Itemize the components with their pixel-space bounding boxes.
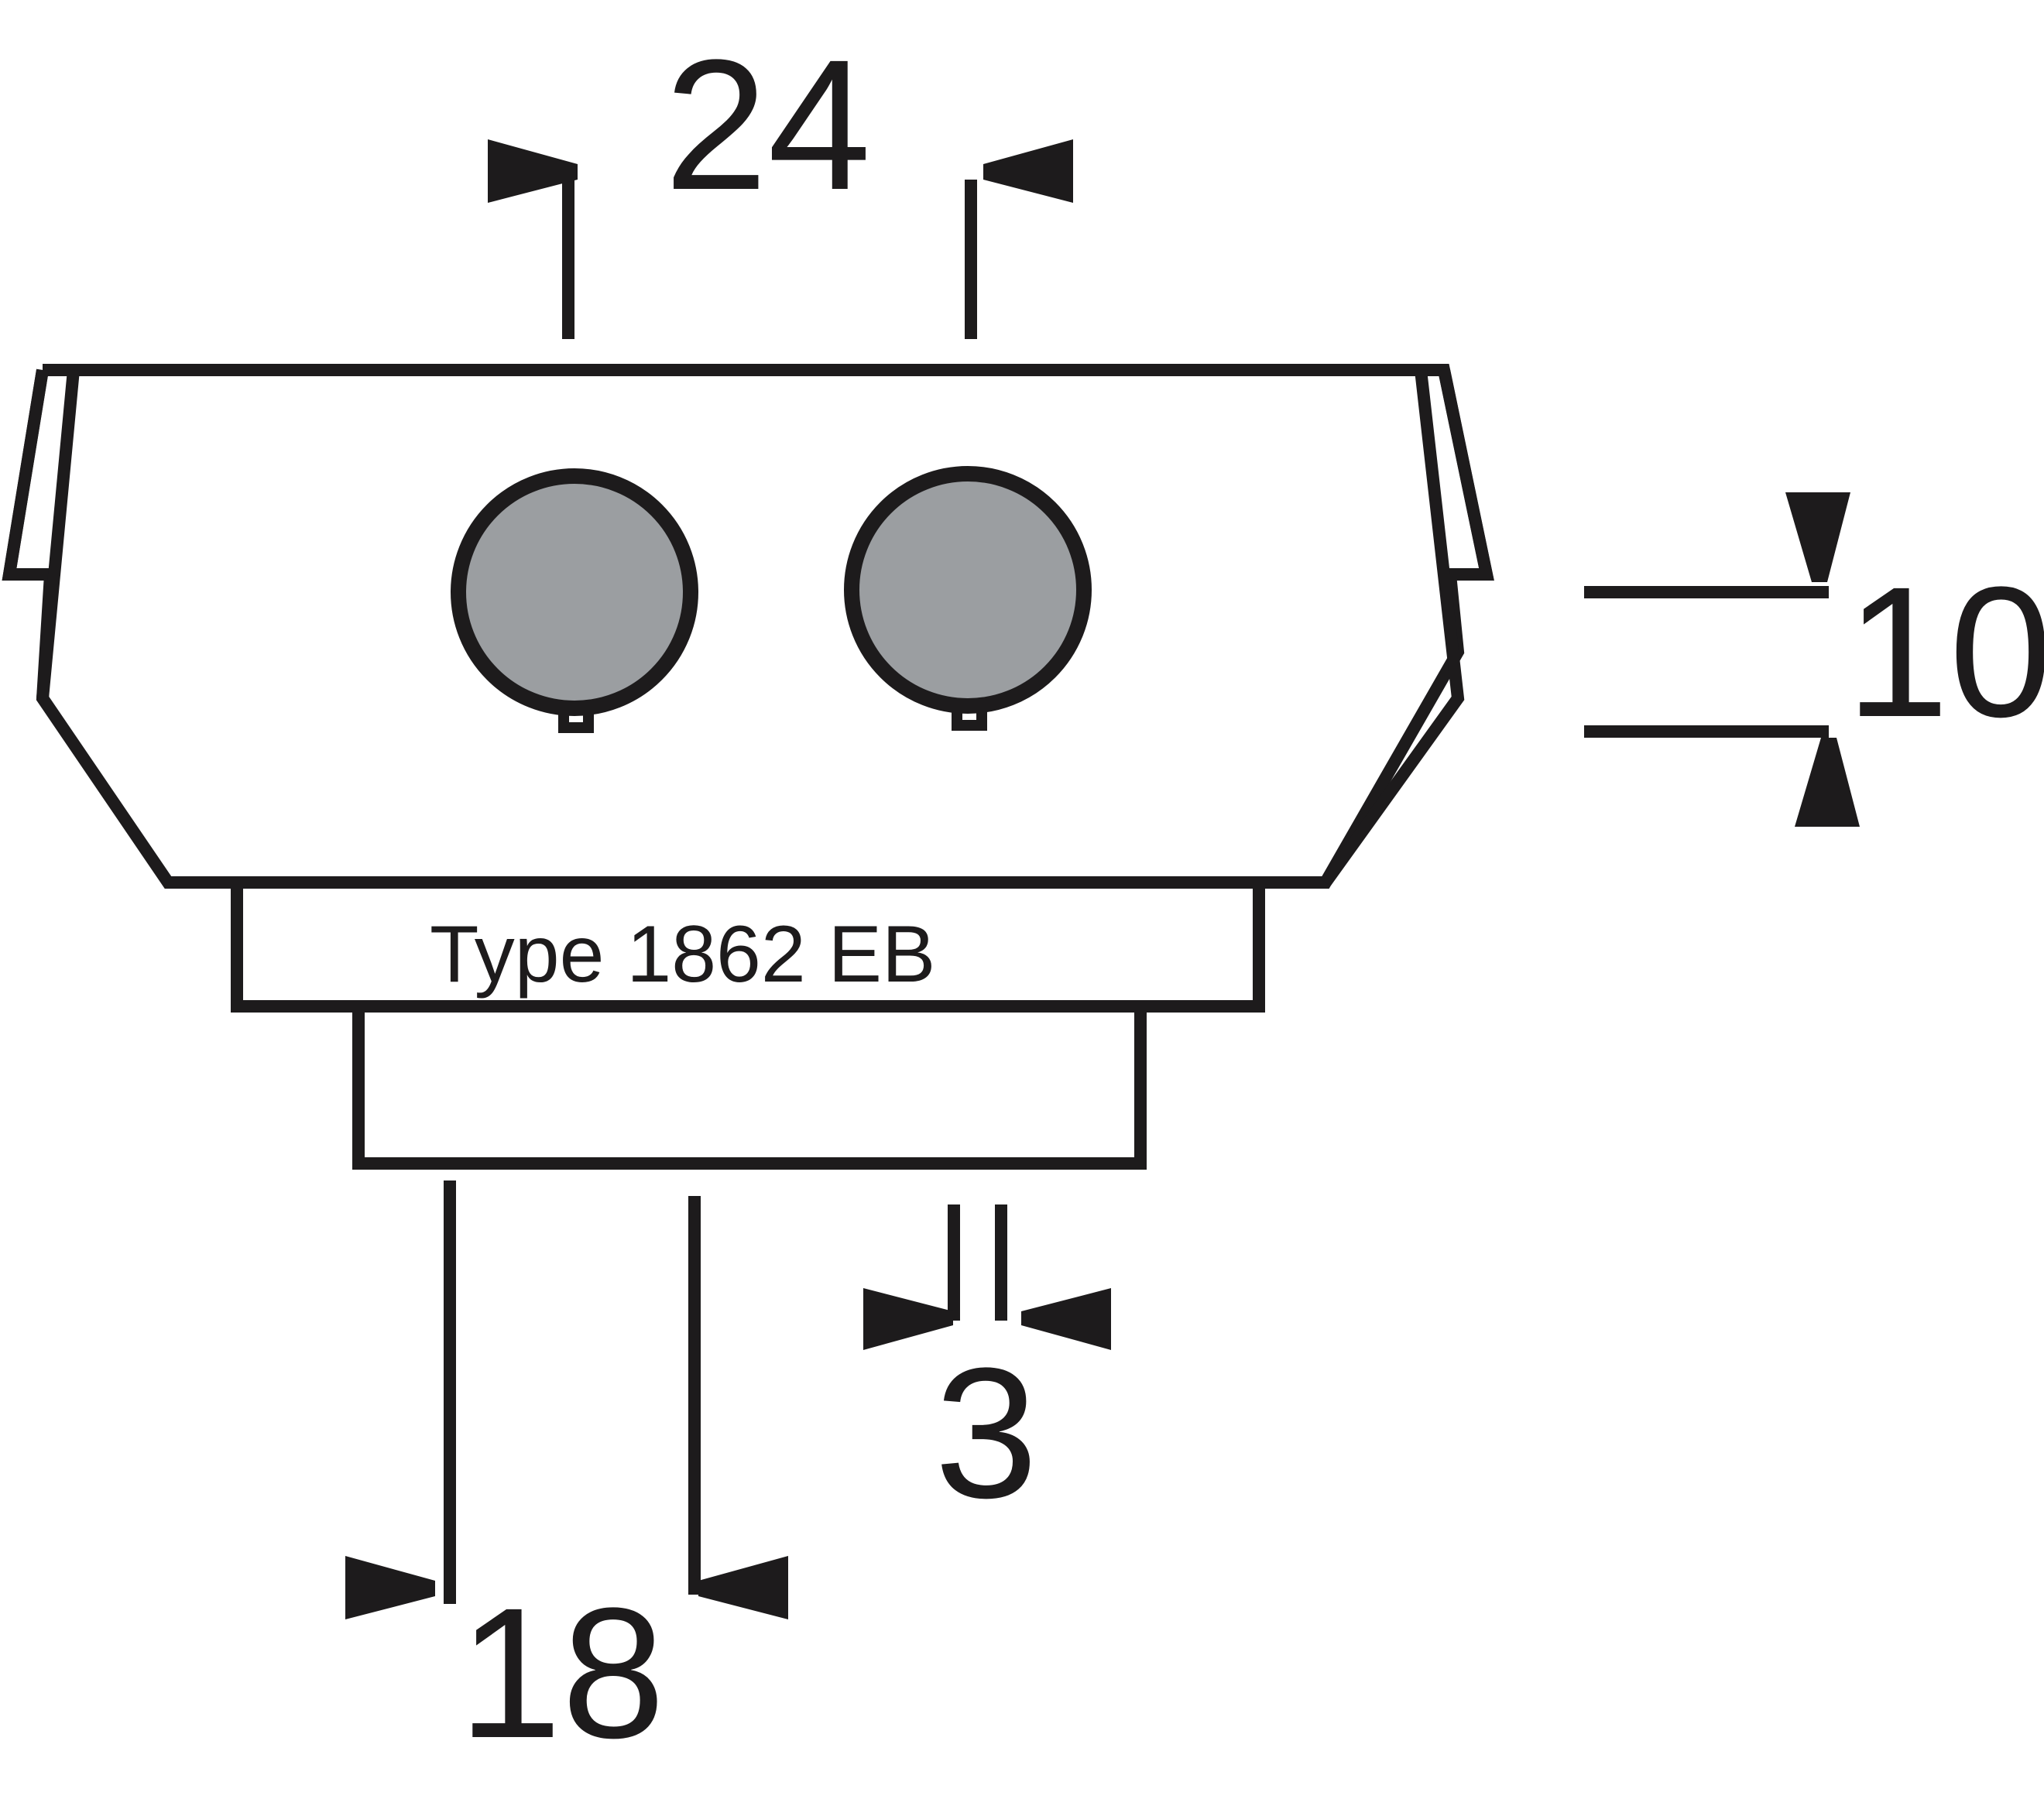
base-width-value: 18 — [458, 1569, 665, 1777]
arrow-base-left-icon — [345, 1556, 435, 1619]
pin-left — [451, 468, 698, 733]
body-outline-upper — [2, 368, 50, 581]
pin-spacing-value: 24 — [664, 21, 871, 228]
dimension-key-width: 3 — [863, 1204, 1111, 1537]
arrow-up-icon — [1795, 738, 1860, 827]
dimension-pin-diameter: 10 — [1584, 492, 2044, 827]
dimension-pin-spacing: 24 — [488, 21, 1073, 339]
dimension-base-width: 18 — [345, 1180, 788, 1777]
pin-left-key — [558, 704, 594, 733]
pin-right — [844, 466, 1092, 731]
lamp-body — [2, 364, 1494, 889]
arrow-key-left-icon — [863, 1288, 953, 1350]
arrow-base-right-icon — [698, 1556, 788, 1619]
pin-diameter-value: 10 — [1846, 548, 2044, 756]
right-inner-edge — [1320, 369, 1465, 886]
arrow-right-icon — [983, 139, 1073, 203]
arrow-left-icon — [488, 139, 578, 203]
arrow-key-right-icon — [1021, 1288, 1111, 1350]
arrow-down-icon — [1785, 492, 1850, 582]
key-width-value: 3 — [935, 1329, 1037, 1537]
right-notch — [1438, 368, 1494, 581]
lower-socket — [352, 1000, 1147, 1170]
pin-right-key — [952, 702, 987, 731]
pin-right-circle — [844, 466, 1092, 714]
left-inner-edge — [36, 369, 80, 699]
type-label: Type 1862 EB — [430, 910, 935, 999]
pin-left-circle — [451, 468, 698, 716]
body-outline — [2, 364, 1494, 889]
